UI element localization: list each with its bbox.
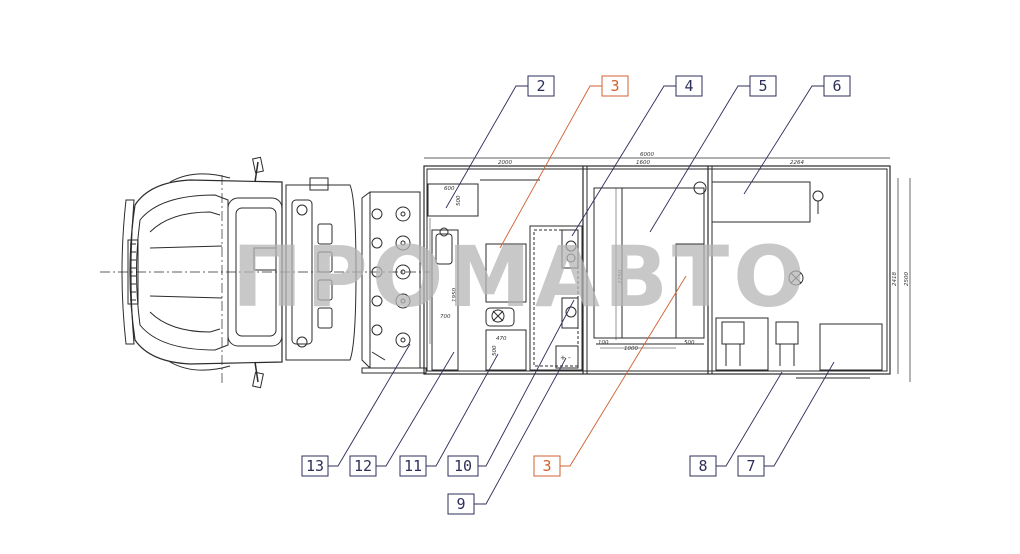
callout-7: 7 — [737, 455, 765, 477]
dim-inner-width: 2418 — [892, 272, 898, 286]
leader-4 — [571, 85, 676, 237]
dim-width-700: 700 — [440, 314, 451, 320]
reel-compartment — [361, 191, 427, 374]
callout-box — [533, 455, 561, 477]
leader-lines — [326, 85, 835, 505]
leader-3-top — [499, 85, 602, 249]
callout-box — [399, 455, 427, 477]
dim-depth-500b: 500 — [492, 345, 498, 356]
callout-number: 7 — [746, 457, 755, 475]
dim-total-length: 6000 — [640, 152, 654, 158]
dim-gap-100: 100 — [598, 340, 609, 346]
dim-section3: 2264 — [790, 160, 804, 166]
callout-box — [689, 455, 717, 477]
callout-number: 2 — [536, 77, 545, 95]
leader-8 — [714, 371, 783, 467]
callout-6: 6 — [823, 75, 851, 97]
callout-box — [823, 75, 851, 97]
dim-section2: 1600 — [636, 160, 650, 166]
dim-outer-width: 2500 — [904, 272, 910, 286]
callout-8: 8 — [689, 455, 717, 477]
dim-cabinet-width: 600 — [444, 186, 455, 192]
callout-4: 4 — [675, 75, 703, 97]
watermark-text: ПРОМАВТО — [232, 228, 809, 326]
leader-5 — [649, 85, 750, 233]
callout-12: 12 — [349, 455, 377, 477]
callout-box — [527, 75, 555, 97]
callout-13: 13 — [301, 455, 329, 477]
leader-2 — [445, 85, 528, 209]
callout-number: 9 — [456, 495, 465, 513]
callout-10: 10 — [447, 455, 479, 477]
callout-box — [737, 455, 765, 477]
callout-3: 3 — [601, 75, 629, 97]
leader-12 — [374, 351, 455, 467]
dim-width-1000: 1000 — [624, 346, 638, 352]
van-body: + - — [423, 157, 911, 382]
dim-height-1: 1950 — [452, 288, 458, 302]
callout-box — [301, 455, 329, 477]
callout-box — [349, 455, 377, 477]
callout-box — [675, 75, 703, 97]
dimension-labels: 6000 2000 1600 2264 600 500 1950 700 470… — [440, 152, 910, 356]
leader-6 — [743, 85, 824, 195]
leader-11 — [424, 353, 499, 467]
dim-section1: 2000 — [498, 160, 512, 166]
leader-3-bottom — [558, 275, 687, 467]
leader-9 — [474, 357, 567, 505]
callout-number: 8 — [698, 457, 707, 475]
callout-number: 3 — [542, 457, 551, 475]
callout-labels: 2 3 4 5 6 13 12 11 10 3 8 7 9 — [301, 75, 851, 515]
callout-number: 10 — [454, 457, 472, 475]
callout-box — [447, 493, 475, 515]
dim-cabinet-depth: 500 — [456, 195, 462, 206]
callout-number: 11 — [404, 457, 422, 475]
callout-box — [601, 75, 629, 97]
leader-7 — [762, 361, 835, 467]
truck-cab — [100, 156, 430, 389]
callout-number: 3 — [610, 77, 619, 95]
callout-number: 12 — [354, 457, 372, 475]
callout-number: 13 — [306, 457, 324, 475]
dim-width-500c: 500 — [684, 340, 695, 346]
dim-depth-2250: 2250 — [618, 270, 624, 284]
callout-number: 5 — [758, 77, 767, 95]
callout-number: 6 — [832, 77, 841, 95]
callout-11: 11 — [399, 455, 427, 477]
dim-width-470: 470 — [496, 336, 507, 342]
callout-2: 2 — [527, 75, 555, 97]
callout-5: 5 — [749, 75, 777, 97]
callout-number: 4 — [684, 77, 693, 95]
callout-9: 9 — [447, 493, 475, 515]
callout-box — [749, 75, 777, 97]
callout-3: 3 — [533, 455, 561, 477]
callout-box — [447, 455, 479, 477]
leader-13 — [326, 343, 411, 467]
